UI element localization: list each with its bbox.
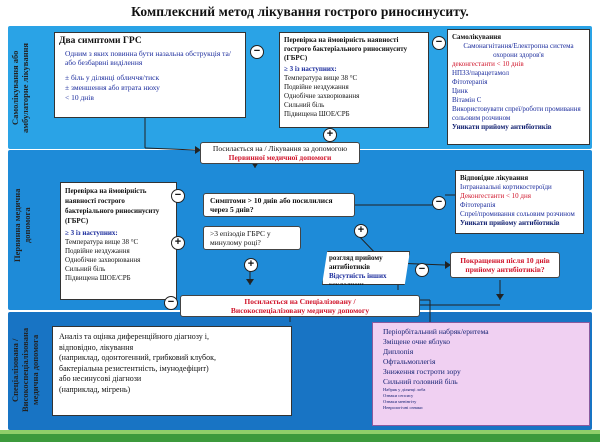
- plus-sign: +: [354, 224, 368, 238]
- plus-sign: +: [171, 236, 185, 250]
- appropriate-treatment-box: Відповідне лікування Інтраназальні корти…: [455, 170, 584, 234]
- symptoms-question-pill: Симптоми > 10 днів або посилилися через …: [203, 193, 355, 217]
- refer-primary-care-pill: Посилається на / Лікування за допомогою …: [200, 142, 360, 164]
- minus-sign: −: [432, 196, 446, 210]
- box-footer: Уникати прийому антибіотиків: [460, 219, 560, 227]
- box-line: < 10 днів: [65, 93, 94, 102]
- box-line: Однобічне захворювання: [65, 256, 141, 264]
- box-line: або несинусові діагнози: [59, 374, 142, 383]
- box-line: Ознаки менінгіту: [383, 399, 417, 404]
- box-line: (наприклад, мігрень): [59, 384, 131, 394]
- footer-strip-highlight: [0, 430, 600, 434]
- plus-sign: +: [244, 258, 258, 272]
- box-line: розгляд прийому: [329, 254, 383, 262]
- box-line: Сильний біль: [284, 101, 325, 109]
- box-line: Підвищена ШОЕ/СРБ: [65, 274, 131, 282]
- box-line: Однобічне захворювання: [284, 92, 360, 100]
- box-line: відповідно, лікування: [59, 342, 134, 352]
- box-line: Зміщене очне яблуко: [383, 337, 451, 346]
- box-title: Перевірка на ймовірність наявності гостр…: [284, 36, 408, 62]
- box-line: Самонагнітання/Електропна система охорон…: [463, 42, 574, 59]
- page-title: Комплексний метод лікування гострого рин…: [131, 4, 469, 19]
- box-line: деконгестанти < 10 днів: [452, 60, 524, 68]
- pill-line: Посилається на / Лікування за допомогою: [212, 144, 348, 153]
- box-line: Набряк у ділянці лоба: [383, 387, 426, 392]
- box-line: Фітотерапія: [460, 201, 496, 209]
- self-treatment-box: Самолікування Самонагнітання/Електропна …: [447, 29, 590, 145]
- minus-sign: −: [250, 45, 264, 59]
- plus-sign: +: [323, 128, 337, 142]
- box-line: Ознаки сепсису: [383, 393, 414, 398]
- box-line: ускладнень: [329, 281, 403, 285]
- pill-line: Високоспеціалізовану медичну допомогу: [230, 306, 370, 315]
- box-line: Деконгестанти < 10 дня: [460, 192, 531, 200]
- box-title: Перевірка на ймовірність наявності гостр…: [65, 187, 160, 225]
- abrs-check-box-top: Перевірка на ймовірність наявності гостр…: [279, 32, 429, 128]
- box-line: Одним з яких повинна бути назальна обстр…: [65, 49, 231, 67]
- box-line: Подвійне нездужання: [65, 247, 130, 255]
- minus-sign: −: [415, 263, 429, 277]
- episodes-question-pill: >3 епізодів ГБРС у минулому році?: [203, 226, 301, 250]
- differential-diagnosis-box: Аналіз та оцінка диференційного діагнозу…: [52, 326, 292, 416]
- box-line: Неврологічні ознаки: [383, 405, 423, 410]
- complications-box: Періорбітальний набряк/еритема Зміщене о…: [372, 322, 590, 426]
- box-line: Цинк: [452, 87, 468, 95]
- box-line: Температура вище 38 °C: [284, 74, 358, 82]
- box-subtitle: ≥ 3 із наступних:: [65, 229, 118, 237]
- consider-antibiotics-box: розгляд прийому антибіотиків Відсутність…: [322, 251, 410, 285]
- box-line: антибіотиків: [329, 263, 371, 271]
- box-line: Диплопія: [383, 347, 414, 356]
- minus-sign: −: [171, 189, 185, 203]
- abrs-check-box-mid: Перевірка на ймовірність наявності гостр…: [60, 182, 177, 300]
- box-line: ± біль у ділянці обличчя/тиск: [65, 73, 160, 82]
- box-subtitle: ≥ 3 із наступних:: [284, 65, 337, 73]
- pill-line: Посилається на Спеціалізовану /: [244, 297, 356, 306]
- box-line: Аналіз та оцінка диференційного діагнозу…: [59, 332, 209, 341]
- box-line: Підвищена ШОЕ/СРБ: [284, 110, 350, 118]
- improvement-question-pill: Покращення після 10 днів прийому антибіо…: [450, 252, 560, 278]
- box-line: (наприклад, одонтогенний, грибковий клуб…: [59, 353, 216, 362]
- box-line: Інтраназальні кортикостероїди: [460, 183, 552, 191]
- box-line: бактеріальна резистентність, імунодефіци…: [59, 363, 209, 373]
- box-line: ± зменшення або втрата нюху: [65, 83, 160, 92]
- pill-line: Первинної медичної допомоги: [228, 153, 332, 162]
- box-line: Спреї/промивання сольовим розчином: [460, 210, 575, 218]
- box-footer: Уникати прийому антибіотиків: [452, 123, 552, 131]
- minus-sign: −: [164, 296, 178, 310]
- box-line: Періорбітальний набряк/еритема: [383, 327, 489, 336]
- minus-sign: −: [432, 36, 446, 50]
- box-line: Подвійне нездужання: [284, 83, 349, 91]
- box-line: Офтальмоплегія: [383, 357, 436, 366]
- box-line: Вітамін С: [452, 96, 482, 104]
- box-title: Відповідне лікування: [460, 174, 529, 182]
- box-title: Самолікування: [452, 33, 502, 41]
- box-title: Два симптоми ГРС: [59, 36, 142, 46]
- box-line: Сильний головний біль: [383, 377, 458, 386]
- box-line: Використовувати спреї/роботи промивання …: [452, 105, 581, 122]
- box-line: Зниження гостроти зору: [383, 367, 461, 376]
- two-symptoms-box: Два симптоми ГРС Одним з яких повинна бу…: [54, 32, 246, 118]
- box-line: Температура вище 38 °C: [65, 238, 139, 246]
- box-line: Сильний біль: [65, 265, 106, 273]
- box-line: НПЗЗ/парацетамол: [452, 69, 509, 77]
- box-line: Фітотерапія: [452, 78, 488, 86]
- box-line: Відсутність інших: [329, 272, 387, 280]
- refer-specialized-care-pill: Посилається на Спеціалізовану / Високосп…: [180, 295, 420, 317]
